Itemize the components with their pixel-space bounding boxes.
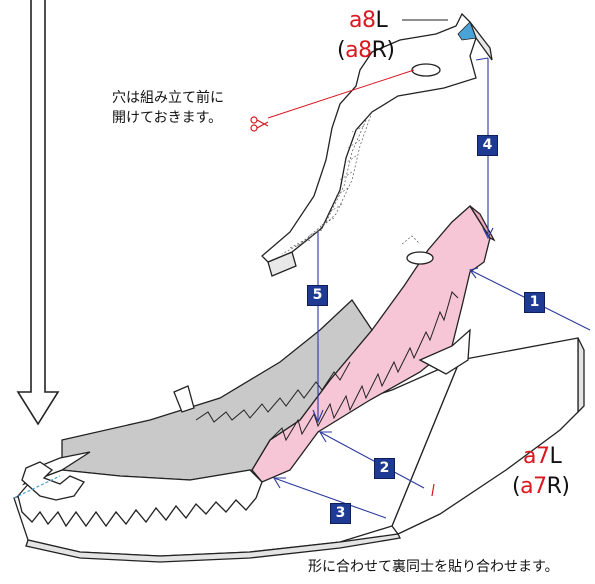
step-badge-5: 5 bbox=[307, 285, 328, 306]
part-a8r-open: ( bbox=[337, 38, 346, 63]
part-a7-piece bbox=[13, 205, 585, 563]
hole-note-line2: 開けておきます。 bbox=[112, 110, 223, 126]
bottom-instruction: 形に合わせて裏同士を貼り合わせます。 bbox=[308, 559, 559, 575]
part-a8-piece bbox=[261, 12, 493, 277]
red-tick bbox=[431, 483, 435, 497]
part-a8r-label: (a8R) bbox=[337, 38, 395, 64]
part-a7r-close: ) bbox=[561, 474, 570, 499]
scissors-icon bbox=[250, 116, 269, 132]
part-a7r-label: (a7R) bbox=[512, 474, 570, 500]
step-badge-2: 2 bbox=[374, 458, 395, 479]
part-a8-side: L bbox=[375, 8, 388, 33]
part-a8r-number: 8 bbox=[358, 38, 372, 63]
part-a8r-side: R bbox=[371, 38, 387, 63]
part-a8r-prefix: a bbox=[345, 38, 359, 63]
note-leader-line bbox=[267, 69, 415, 119]
part-a8r-close: ) bbox=[386, 38, 395, 63]
part-a8-number: 8 bbox=[361, 8, 376, 33]
part-a8-prefix: a bbox=[349, 8, 362, 33]
hole-note-line1: 穴は組み立て前に bbox=[112, 90, 224, 106]
step-badge-1: 1 bbox=[524, 292, 545, 313]
part-a7-side: L bbox=[549, 444, 562, 469]
part-a7-prefix: a bbox=[523, 444, 536, 469]
part-a7r-prefix: a bbox=[520, 474, 534, 499]
part-a7r-open: ( bbox=[512, 474, 521, 499]
part-a7r-side: R bbox=[546, 474, 562, 499]
part-a7-number: 7 bbox=[535, 444, 550, 469]
down-arrow-icon bbox=[16, 0, 60, 426]
part-a7r-number: 7 bbox=[533, 474, 547, 499]
step-badge-3: 3 bbox=[330, 503, 351, 524]
part-a8-label: a8L bbox=[349, 8, 388, 34]
part-a7-label: a7L bbox=[523, 444, 562, 470]
step-badge-4: 4 bbox=[477, 135, 498, 156]
